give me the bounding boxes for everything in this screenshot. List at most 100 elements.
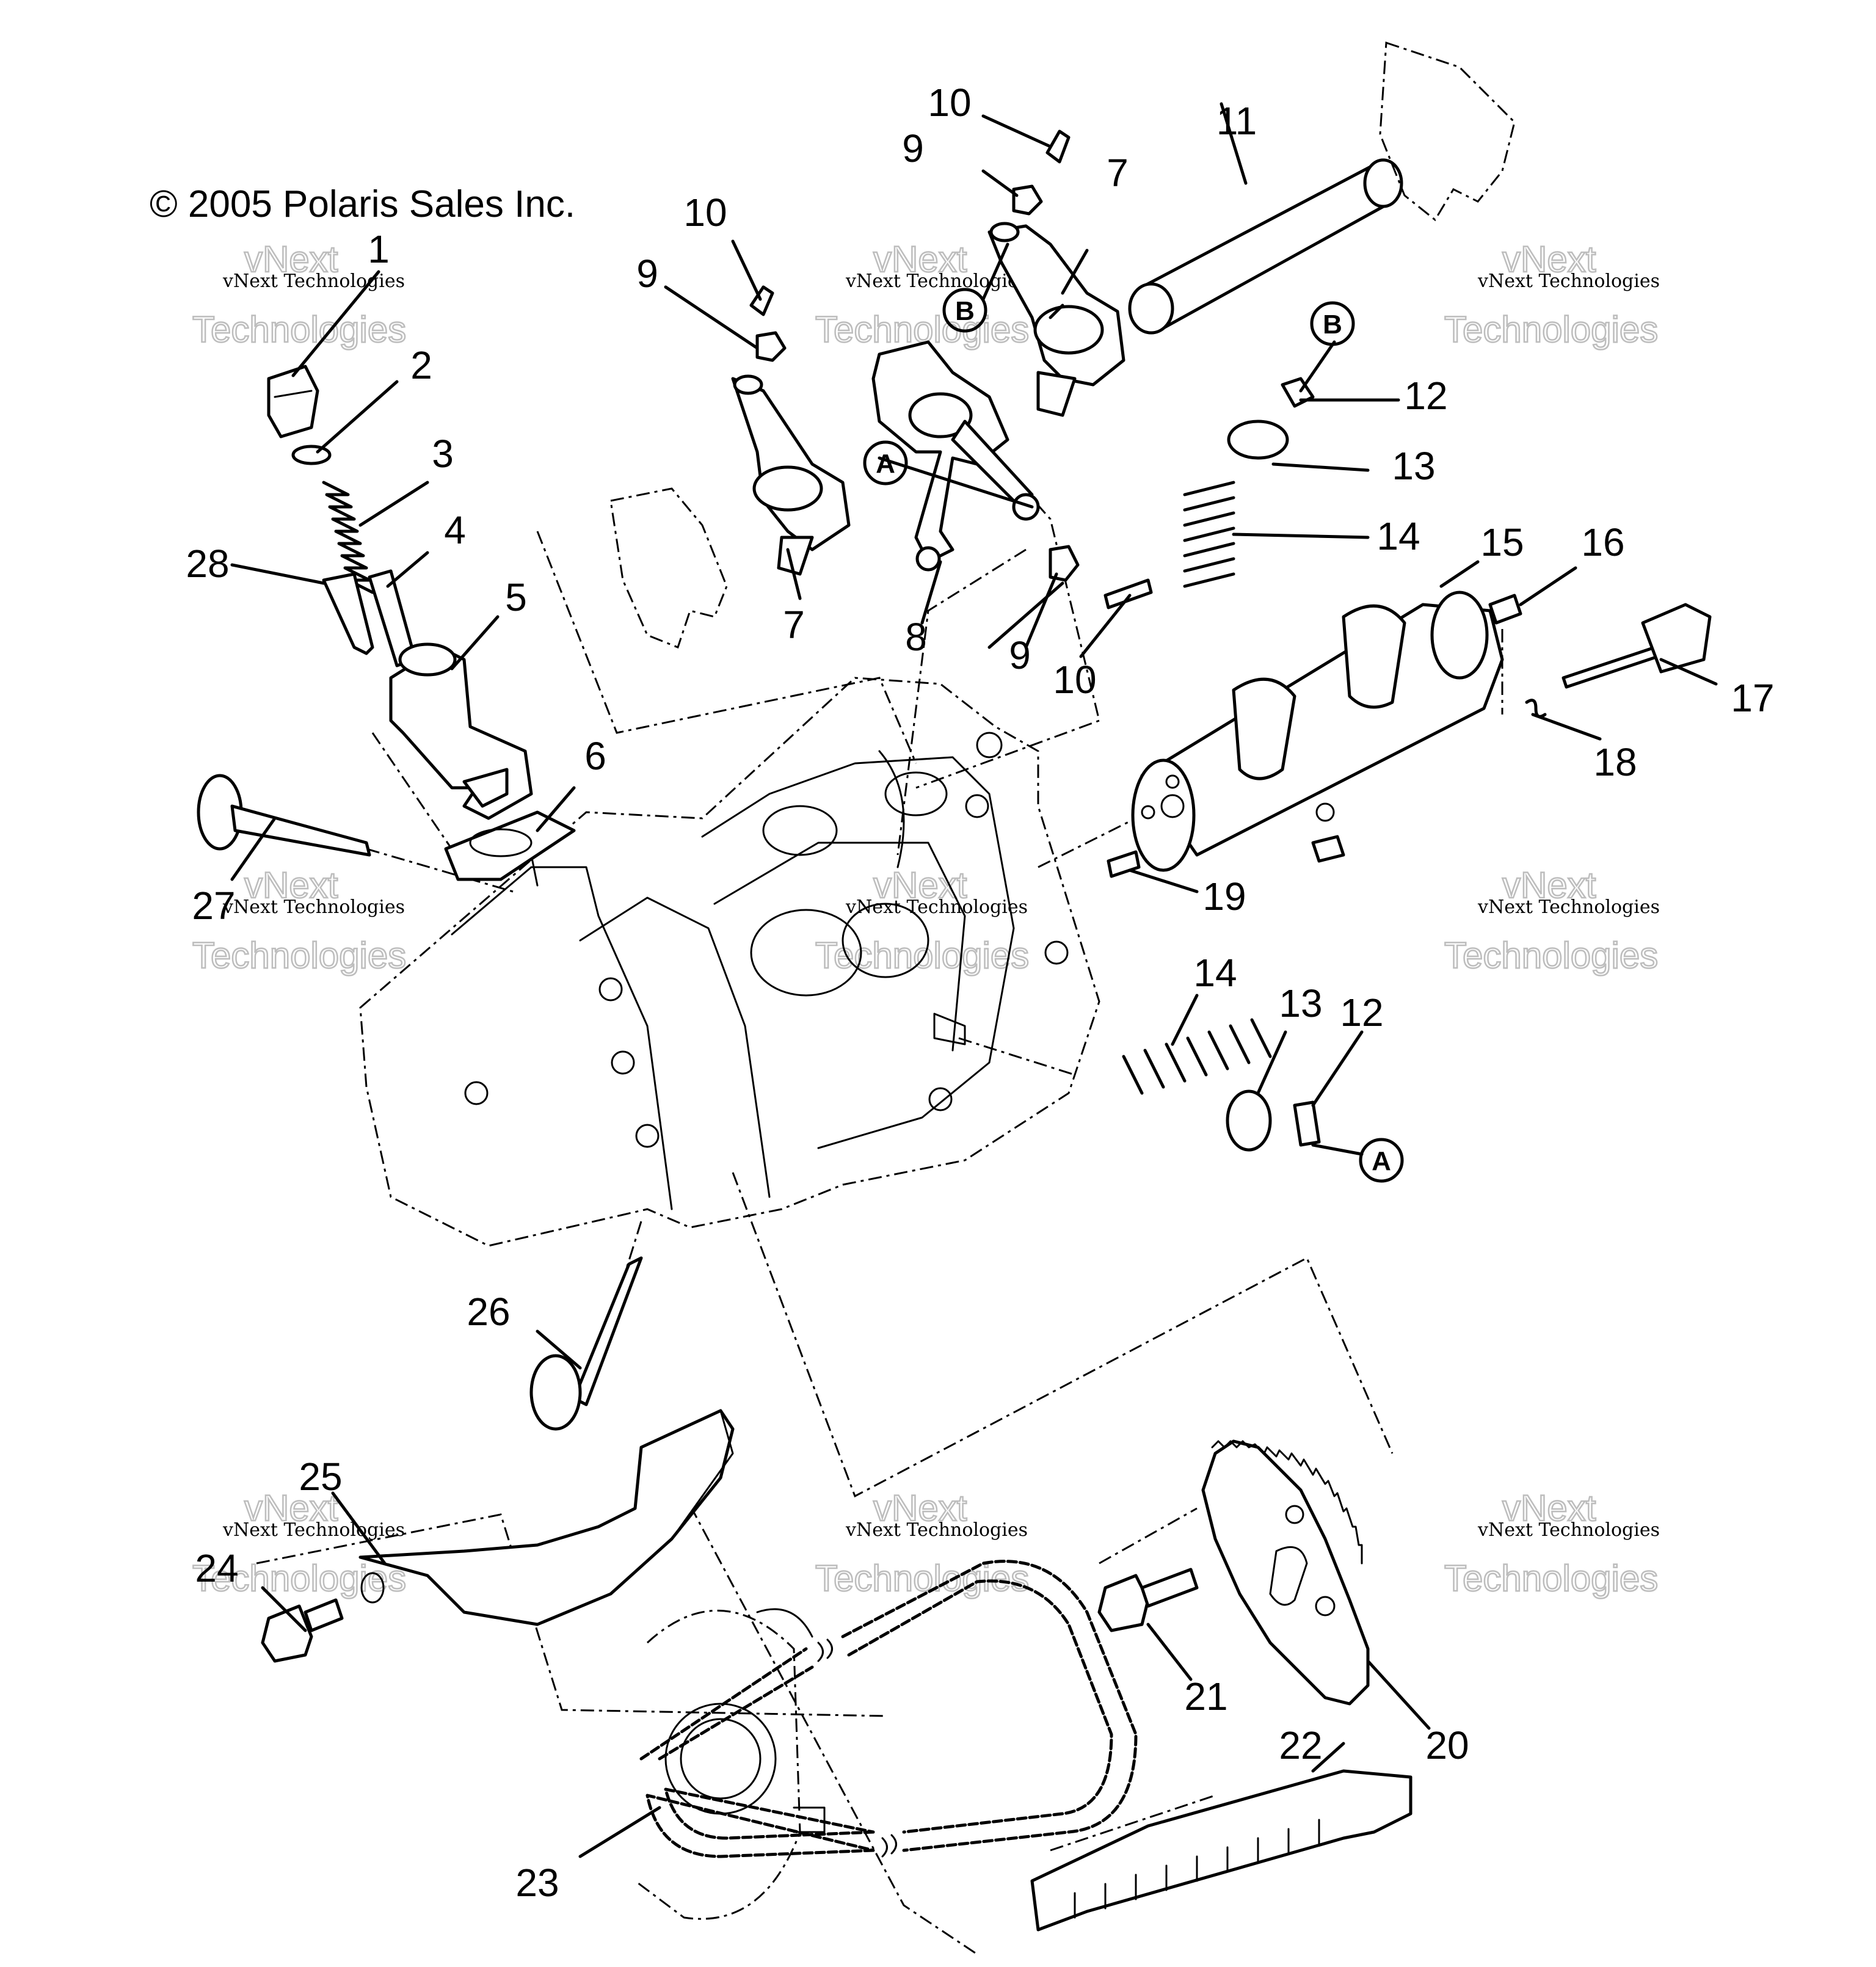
callout-20: 20 [1425, 1723, 1469, 1767]
callout-10-left: 10 [683, 191, 727, 235]
callout-6: 6 [584, 734, 606, 778]
watermark: vNext vNext Technologies Technologies [815, 1487, 1030, 1600]
part-11-rocker-shaft [1128, 158, 1403, 335]
rocker-support-left [609, 487, 728, 649]
callout-19: 19 [1202, 874, 1246, 918]
callout-17: 17 [1731, 676, 1774, 720]
svg-text:vNext: vNext [244, 1488, 338, 1529]
callout-14-upper: 14 [1376, 514, 1420, 558]
svg-text:vNext Technologies: vNext Technologies [222, 896, 405, 918]
svg-text:vNext Technologies: vNext Technologies [1477, 896, 1660, 918]
part-15-camshaft [1131, 591, 1504, 872]
svg-text:vNext: vNext [1502, 865, 1596, 906]
tensioner-assembly [267, 365, 576, 881]
valve-spring-set-lower [1122, 1018, 1321, 1152]
marker-b-keeper: B [1310, 301, 1355, 346]
callout-numbers: 1 2 3 4 5 6 7 7 8 9 9 9 10 10 10 11 12 1… [186, 81, 1774, 1905]
callout-25: 25 [299, 1455, 342, 1499]
callout-7-left: 7 [783, 603, 805, 647]
part-12-valve-keeper [1281, 377, 1315, 408]
part-7-rocker-arm-right [987, 224, 1125, 387]
crank-sprocket [634, 1608, 826, 1920]
part-14-valve-spring [1183, 481, 1235, 588]
callout-13-lower: 13 [1279, 981, 1322, 1025]
part-13-spring-retainer [1227, 420, 1289, 460]
svg-text:vNext Technologies: vNext Technologies [1477, 271, 1660, 292]
part-6-gasket [444, 810, 576, 881]
callout-12-lower: 12 [1340, 991, 1383, 1034]
part-10-adjust-screw [1103, 578, 1153, 609]
watermark: vNext vNext Technologies Technologies [192, 864, 407, 977]
watermark: vNext vNext Technologies Technologies [192, 1487, 407, 1600]
callout-26: 26 [467, 1290, 510, 1334]
part-23-timing-chain [639, 1560, 1138, 1858]
svg-text:vNext Technologies: vNext Technologies [845, 271, 1028, 292]
svg-text:Technologies: Technologies [192, 309, 406, 350]
part-9-nut [755, 331, 787, 362]
part-3-spring [322, 481, 374, 594]
part-16-pin [1488, 594, 1522, 625]
part-24-bolt [261, 1598, 344, 1663]
callout-4: 4 [444, 508, 466, 552]
svg-text:Technologies: Technologies [192, 935, 406, 976]
svg-text:vNext Technologies: vNext Technologies [222, 271, 405, 292]
part-10-adjust-screw [1045, 129, 1071, 164]
svg-text:vNext Technologies: vNext Technologies [222, 1519, 405, 1541]
part-8-rocker-arm-center [871, 340, 1009, 564]
svg-text:Technologies: Technologies [815, 935, 1029, 976]
callout-18: 18 [1593, 740, 1637, 784]
svg-text:A: A [1372, 1146, 1391, 1176]
part-2-washer [291, 445, 332, 465]
svg-text:A: A [876, 449, 895, 479]
callout-2: 2 [410, 343, 432, 387]
svg-text:vNext: vNext [873, 239, 967, 280]
watermark: vNext vNext Technologies Technologies [192, 238, 407, 351]
part-26-valve [529, 1256, 643, 1431]
callout-16: 16 [1581, 520, 1624, 564]
svg-text:Technologies: Technologies [1444, 309, 1658, 350]
part-19-dowel-pin [1107, 850, 1141, 878]
svg-text:B: B [1323, 310, 1342, 340]
watermark-group: vNext vNext Technologies Technologies vN… [192, 238, 1660, 1600]
part-28-bolt [322, 572, 374, 655]
part-1-plug-bolt [267, 365, 319, 438]
svg-text:Technologies: Technologies [815, 1558, 1029, 1599]
callout-21: 21 [1184, 1674, 1227, 1718]
callout-24: 24 [195, 1546, 238, 1590]
marker-b-rocker: B [942, 288, 987, 333]
callout-13-upper: 13 [1392, 444, 1435, 488]
part-21-bolt [1097, 1568, 1199, 1632]
callout-22: 22 [1279, 1723, 1322, 1767]
watermark: vNext vNext Technologies Technologies [815, 864, 1030, 977]
svg-text:vNext: vNext [873, 865, 967, 906]
part-9-nut [1049, 545, 1080, 582]
callout-1: 1 [368, 227, 390, 271]
callout-8: 8 [905, 615, 927, 659]
watermark: vNext vNext Technologies Technologies [815, 238, 1030, 351]
watermark: vNext vNext Technologies Technologies [1444, 238, 1660, 351]
svg-text:Technologies: Technologies [1444, 1558, 1658, 1599]
callout-27: 27 [192, 884, 235, 928]
leader-lines [230, 102, 1718, 1858]
callout-9-top: 9 [902, 126, 924, 170]
valve-spring-set-upper [1183, 377, 1315, 588]
callout-15: 15 [1480, 520, 1524, 564]
callout-23: 23 [515, 1861, 559, 1905]
svg-text:vNext: vNext [244, 239, 338, 280]
callout-9-bottom: 9 [1009, 633, 1031, 677]
svg-text:vNext Technologies: vNext Technologies [1477, 1519, 1660, 1541]
callout-10-bottom: 10 [1053, 658, 1096, 702]
part-9-nut [1012, 184, 1043, 216]
svg-text:vNext Technologies: vNext Technologies [845, 896, 1028, 918]
callout-3: 3 [432, 432, 454, 476]
part-10-adjust-screw [749, 285, 774, 316]
part-12-valve-keeper [1293, 1100, 1321, 1147]
marker-a-upper: A [863, 440, 908, 485]
marker-a-lower: A [1359, 1138, 1404, 1183]
callout-14-lower: 14 [1193, 951, 1237, 995]
callout-11: 11 [1216, 99, 1257, 143]
part-13-spring-retainer [1226, 1089, 1272, 1152]
svg-text:vNext Technologies: vNext Technologies [845, 1519, 1028, 1541]
callout-12-upper: 12 [1404, 374, 1447, 418]
svg-text:B: B [955, 296, 975, 326]
